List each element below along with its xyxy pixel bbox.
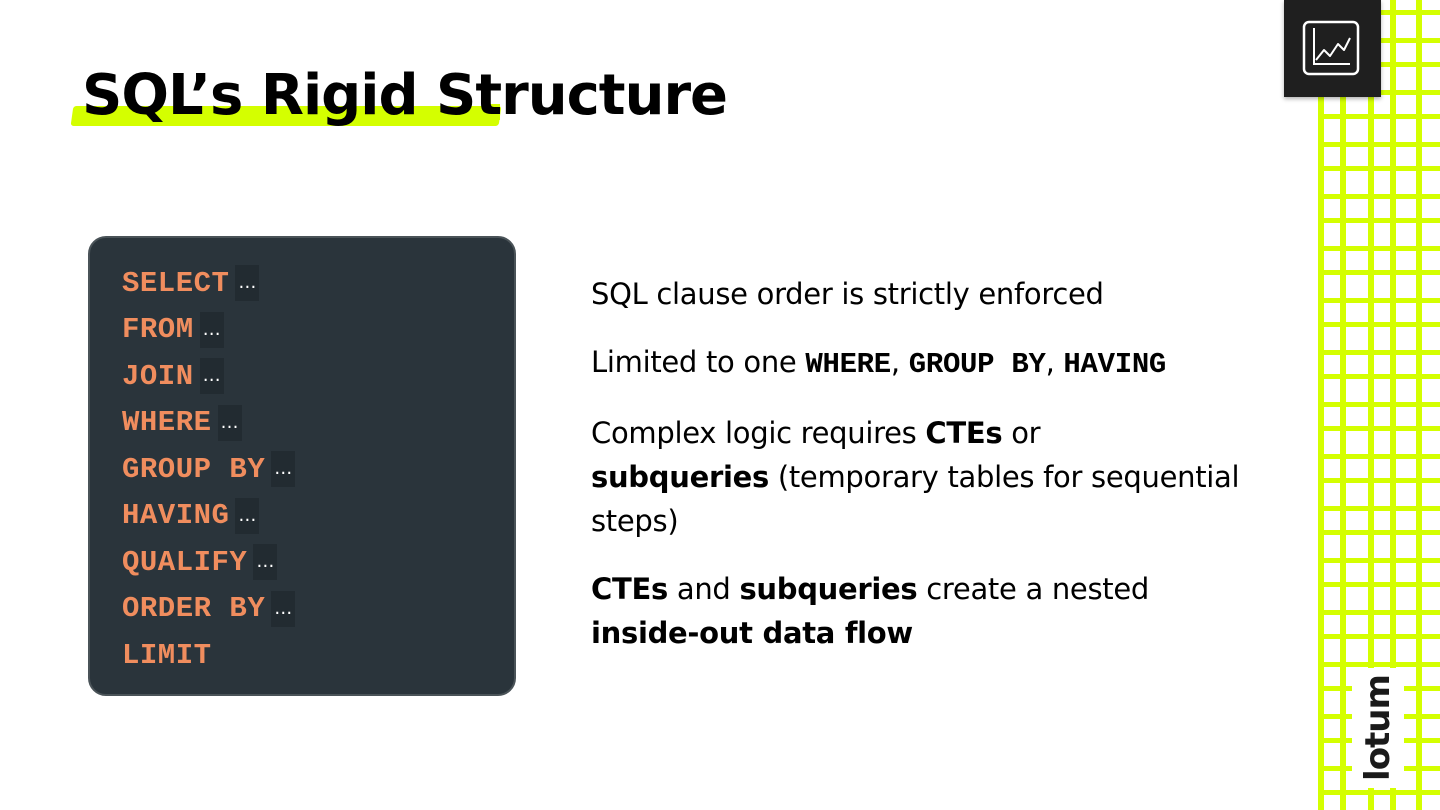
title-highlight-tail [490, 104, 500, 120]
bold-subqueries: subqueries [739, 572, 918, 606]
code-ellipsis: … [271, 590, 296, 627]
code-ellipsis: … [253, 544, 278, 581]
code-keyword: LIMIT [122, 638, 212, 672]
code-keyword: QUALIFY [122, 545, 248, 579]
code-line-having: HAVING … [122, 493, 295, 540]
code-ellipsis: … [235, 265, 260, 302]
code-line-select: SELECT … [122, 260, 295, 307]
sql-clause-code-panel: SELECT … FROM … JOIN … WHERE … GROUP BY … [88, 236, 516, 696]
code-line-join: JOIN … [122, 353, 295, 400]
code-keyword: HAVING [122, 499, 230, 533]
keyword-group-by: GROUP BY [908, 348, 1046, 381]
code-keyword: ORDER BY [122, 592, 266, 626]
code-line-qualify: QUALIFY … [122, 539, 295, 586]
code-ellipsis: … [199, 311, 224, 348]
bullet-prefix: Complex logic requires [591, 416, 926, 450]
code-keyword: FROM [122, 313, 194, 347]
separator: , [890, 345, 909, 379]
code-ellipsis: … [235, 497, 260, 534]
code-ellipsis: … [217, 404, 242, 441]
lotum-logo: lotum [1352, 668, 1404, 788]
chart-badge [1284, 0, 1381, 97]
code-line-from: FROM … [122, 307, 295, 354]
bullet-clause-order: SQL clause order is strictly enforced [591, 272, 1271, 316]
bullet-limited-clauses: Limited to one WHERE, GROUP BY, HAVING [591, 340, 1271, 387]
bullet-mid: and [667, 572, 740, 606]
keyword-having: HAVING [1063, 348, 1167, 381]
separator: , [1045, 345, 1064, 379]
bullet-suffix: (temporary tables for sequential steps) [591, 460, 1240, 538]
code-keyword: GROUP BY [122, 452, 266, 486]
title-area: SQL’s Rigid Structure [70, 58, 790, 138]
bullet-prefix: Limited to one [591, 345, 806, 379]
code-line-group-by: GROUP BY … [122, 446, 296, 493]
bullet-data-flow: CTEs and subqueries create a nested insi… [591, 567, 1271, 655]
code-line-limit: LIMIT [122, 632, 295, 679]
code-ellipsis: … [199, 358, 224, 395]
logo-text: lotum [1358, 675, 1398, 781]
bullet-text: SQL clause order is strictly enforced [591, 277, 1104, 311]
slide-title: SQL’s Rigid Structure [82, 63, 728, 128]
sql-clause-list: SELECT … FROM … JOIN … WHERE … GROUP BY … [122, 260, 296, 679]
code-line-where: WHERE … [122, 400, 295, 447]
code-line-order-by: ORDER BY … [122, 586, 296, 633]
bold-inside-out-data-flow: inside-out data flow [591, 616, 913, 650]
bullet-mid: or [1002, 416, 1041, 450]
bullet-complex-logic: Complex logic requires CTEs or subquerie… [591, 411, 1271, 543]
code-ellipsis: … [271, 451, 296, 488]
bold-subqueries: subqueries [591, 460, 769, 494]
code-keyword: WHERE [122, 406, 212, 440]
bullet-mid: create a nested [917, 572, 1149, 606]
code-keyword: JOIN [122, 359, 194, 393]
code-keyword: SELECT [122, 266, 230, 300]
bold-ctes: CTEs [925, 416, 1003, 450]
bullet-list: SQL clause order is strictly enforced Li… [591, 272, 1271, 679]
line-chart-icon [1302, 20, 1360, 76]
bold-ctes: CTEs [591, 572, 668, 606]
keyword-where: WHERE [805, 348, 891, 381]
